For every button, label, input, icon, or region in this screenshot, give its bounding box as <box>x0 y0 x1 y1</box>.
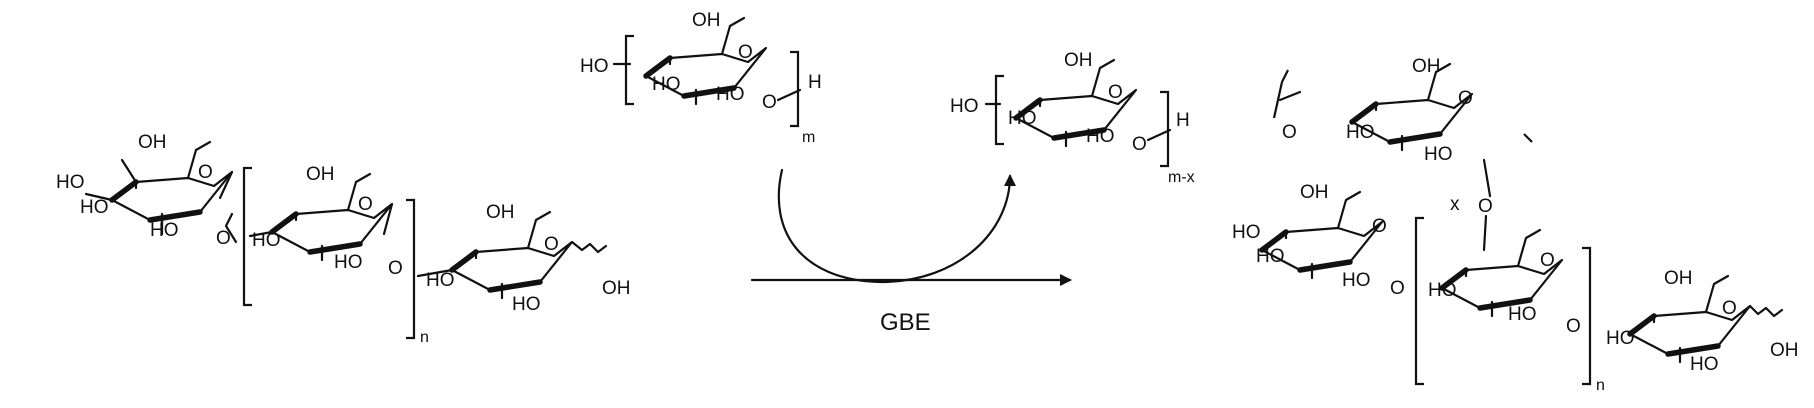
o-label: O <box>198 162 213 183</box>
ho-label: HO <box>1606 328 1635 349</box>
enzyme-label: GBE <box>880 309 931 336</box>
released-chain: HO OH HO HO O O H m-x <box>950 50 1195 186</box>
glucose-unit <box>84 142 232 236</box>
repeat-mx: m-x <box>1168 169 1195 186</box>
repeat-m: m <box>802 129 815 146</box>
oh-label: OH <box>692 10 721 31</box>
ho-label: HO <box>1008 108 1037 129</box>
branched-product: O OH HO HO O x O OH HO HO HO O O HO HO O… <box>1232 56 1799 394</box>
glucose-unit <box>1442 230 1562 316</box>
ho-label: HO <box>1508 304 1537 325</box>
ho-label: HO <box>652 74 681 95</box>
ho-label: HO <box>426 270 455 291</box>
o-label: O <box>1108 82 1123 103</box>
glucose-unit <box>1630 276 1784 362</box>
ho-label: HO <box>334 252 363 273</box>
curved-arrow <box>777 168 1016 284</box>
o-label: O <box>544 234 559 255</box>
oh-label: OH <box>138 132 167 153</box>
ho-label: HO <box>252 230 281 251</box>
glucose-unit <box>248 174 392 260</box>
ho-label: HO <box>512 294 541 315</box>
ho-label: HO <box>1232 222 1261 243</box>
oh-label: OH <box>486 202 515 223</box>
glucose-unit <box>1016 60 1136 146</box>
o-label: O <box>738 42 753 63</box>
ho-label: HO <box>1424 144 1453 165</box>
oh-label: OH <box>306 164 335 185</box>
h-label: H <box>1176 110 1190 131</box>
donor-chain: HO OH HO HO O O H m <box>580 10 822 146</box>
o-label: O <box>1566 316 1581 337</box>
o-label: O <box>216 228 231 249</box>
substrate-linear-chain: HO HO OH HO O O OH HO HO O O n OH HO HO … <box>56 132 631 346</box>
reaction-arrows: GBE <box>750 168 1072 336</box>
o-label: O <box>1372 216 1387 237</box>
ho-label: HO <box>1342 270 1371 291</box>
ho-label: HO <box>1346 122 1375 143</box>
oh-label: OH <box>1664 268 1693 289</box>
glucose-unit <box>416 212 608 298</box>
o-label: O <box>1282 122 1297 143</box>
o-label: O <box>358 194 373 215</box>
o-label: O <box>1390 278 1405 299</box>
ho-label: HO <box>950 96 979 117</box>
oh-label: OH <box>1300 182 1329 203</box>
o-label: O <box>1478 196 1493 217</box>
oh-label: OH <box>1064 50 1093 71</box>
h-label: H <box>808 72 822 93</box>
o-label: O <box>762 92 777 113</box>
ho-label: HO <box>150 220 179 241</box>
ho-label: HO <box>1256 246 1285 267</box>
x-label: x <box>1450 194 1460 215</box>
o-label: O <box>1722 298 1737 319</box>
left-bracket <box>242 166 252 307</box>
oh-label: OH <box>1770 340 1799 361</box>
ho-label: HO <box>56 172 85 193</box>
ho-label: HO <box>1690 354 1719 375</box>
o-label: O <box>1132 134 1147 155</box>
ho-label: HO <box>580 56 609 77</box>
o-label: O <box>388 258 403 279</box>
o-label: O <box>1540 250 1555 271</box>
ho-label: HO <box>716 84 745 105</box>
ho-label: HO <box>1428 280 1457 301</box>
repeat-n: n <box>1596 377 1605 394</box>
oh-label: OH <box>1412 56 1441 77</box>
o-label: O <box>1458 88 1473 109</box>
right-bracket <box>406 198 416 340</box>
repeat-n: n <box>420 329 429 346</box>
ho-label: HO <box>1086 126 1115 147</box>
oh-label: OH <box>602 278 631 299</box>
ho-label: HO <box>80 197 109 218</box>
